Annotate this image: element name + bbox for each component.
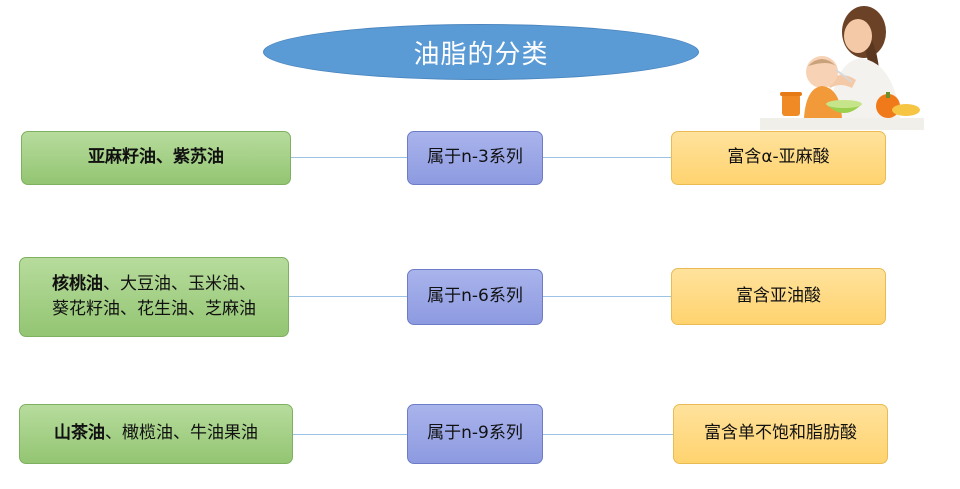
mother-feeding-baby-image <box>760 0 924 130</box>
oil-box-n3: 亚麻籽油、紫苏油 <box>21 131 291 185</box>
connector-line <box>542 296 672 297</box>
title-ellipse: 油脂的分类 <box>263 24 699 80</box>
oil-box-n6: 核桃油、大豆油、玉米油、 葵花籽油、花生油、芝麻油 <box>19 257 289 337</box>
series-box-n6: 属于n-6系列 <box>407 269 543 325</box>
oil-line-2: 葵花籽油、花生油、芝麻油 <box>52 299 256 319</box>
acid-box-n6: 富含亚油酸 <box>671 268 886 325</box>
series-label: 属于n-3系列 <box>427 147 523 168</box>
acid-label: 富含单不饱和脂肪酸 <box>704 423 857 444</box>
acid-label: 富含亚油酸 <box>736 285 821 306</box>
oil-box-n9: 山茶油、橄榄油、牛油果油 <box>19 404 293 464</box>
acid-label: 富含α-亚麻酸 <box>727 147 830 168</box>
connector-line <box>542 157 672 158</box>
oil-line-1: 核桃油、大豆油、玉米油、 <box>52 272 256 298</box>
connector-line <box>542 434 674 435</box>
page-title: 油脂的分类 <box>413 39 549 70</box>
series-label: 属于n-9系列 <box>427 423 523 444</box>
oil-names-bold: 核桃油 <box>52 273 103 294</box>
oil-names-rest: 、橄榄油、牛油果油 <box>105 423 258 444</box>
series-box-n9: 属于n-9系列 <box>407 404 543 464</box>
connector-line <box>290 157 408 158</box>
oil-names-bold: 山茶油 <box>54 423 105 444</box>
acid-box-n3: 富含α-亚麻酸 <box>671 131 886 185</box>
oil-names-rest: 、大豆油、玉米油、 <box>103 273 256 294</box>
acid-box-n9: 富含单不饱和脂肪酸 <box>673 404 888 464</box>
connector-line <box>292 434 408 435</box>
oil-names-bold: 亚麻籽油、紫苏油 <box>88 147 224 168</box>
series-box-n3: 属于n-3系列 <box>407 131 543 185</box>
series-label: 属于n-6系列 <box>427 286 523 307</box>
connector-line <box>288 296 408 297</box>
